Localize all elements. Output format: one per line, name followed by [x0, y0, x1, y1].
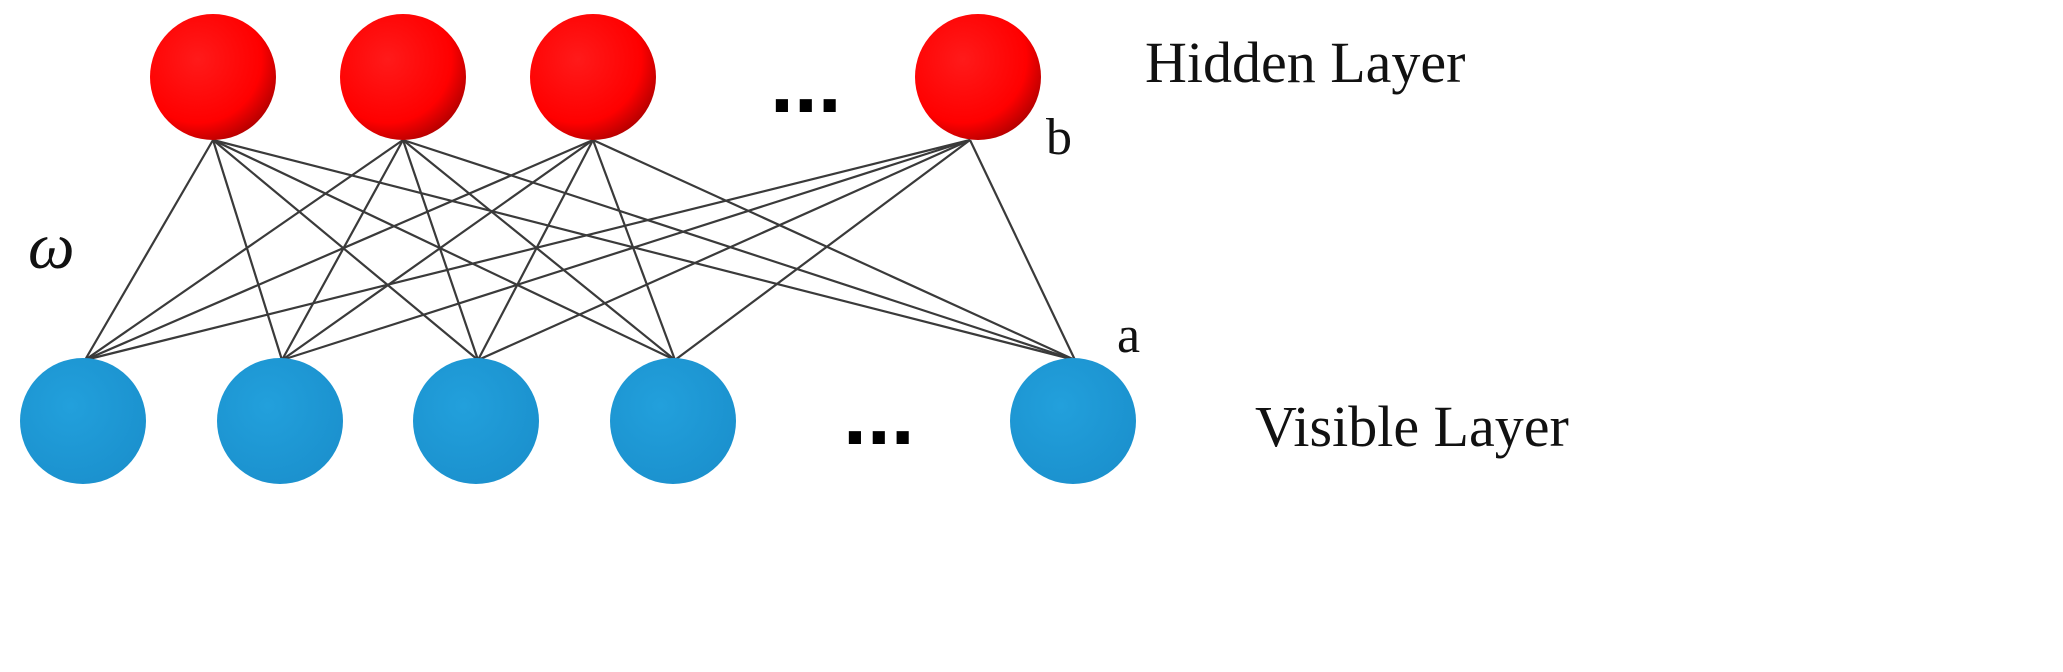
hidden-node-3	[530, 14, 656, 140]
visible-node-1	[20, 358, 146, 484]
hidden-node-2	[340, 14, 466, 140]
hidden-node-1	[150, 14, 276, 140]
edge-h3-v5	[592, 138, 1076, 362]
visible-ellipsis: ...	[843, 367, 915, 463]
edge-h1-v3	[212, 139, 479, 361]
edge-h3-v2	[281, 139, 594, 361]
edge-h3-v1	[84, 138, 594, 362]
edge-h4-v3	[477, 138, 971, 362]
visible-node-3	[413, 358, 539, 484]
weight-label: ω	[28, 210, 75, 283]
edge-h1-v1	[84, 139, 214, 361]
edge-h4-v1	[84, 138, 971, 362]
hidden-layer-label: Hidden Layer	[1145, 30, 1465, 95]
visible-node-5	[1010, 358, 1136, 484]
edge-h1-v5	[212, 138, 1076, 362]
hidden-bias-label: b	[1046, 109, 1072, 166]
edge-h3-v3	[477, 139, 594, 361]
visible-node-2	[217, 358, 343, 484]
visible-layer-nodes	[20, 358, 1136, 484]
edge-h1-v4	[212, 139, 676, 361]
hidden-node-4	[915, 14, 1041, 140]
hidden-layer-nodes	[150, 14, 1041, 140]
edge-h4-v2	[281, 138, 971, 362]
edge-h2-v1	[84, 139, 404, 361]
edge-h2-v4	[402, 139, 676, 361]
hidden-ellipsis: ...	[770, 35, 842, 131]
edge-h4-v4	[674, 139, 971, 361]
edge-h1-v2	[211, 139, 284, 361]
visible-node-4	[610, 358, 736, 484]
visible-layer-label: Visible Layer	[1255, 394, 1569, 459]
visible-bias-label: a	[1117, 307, 1140, 364]
edge-h2-v5	[402, 138, 1076, 362]
edge-h2-v2	[281, 139, 404, 361]
edge-h2-v3	[401, 139, 480, 361]
edge-h4-v5	[969, 139, 1076, 361]
connection-edges	[84, 138, 1076, 362]
edge-h3-v4	[591, 139, 677, 361]
